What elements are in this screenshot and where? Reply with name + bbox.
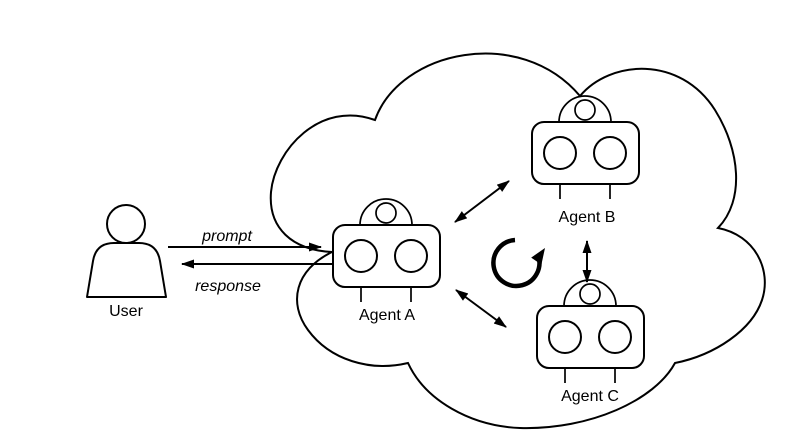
agent-a-label: Agent A [358,307,416,325]
robot-agent-c-icon [536,279,645,383]
user-icon [86,204,167,298]
agent-b-label: Agent B [558,209,616,227]
user-label: User [109,303,143,321]
prompt-label: prompt [202,228,252,246]
robot-agent-a-icon [332,198,441,302]
loop-icon [491,237,545,289]
robot-agent-b-icon [531,95,640,199]
arrow-agent-a-agent-c [455,289,507,328]
response-label: response [195,278,261,296]
agent-c-label: Agent C [561,388,619,406]
arrow-agent-a-agent-b [454,180,510,223]
